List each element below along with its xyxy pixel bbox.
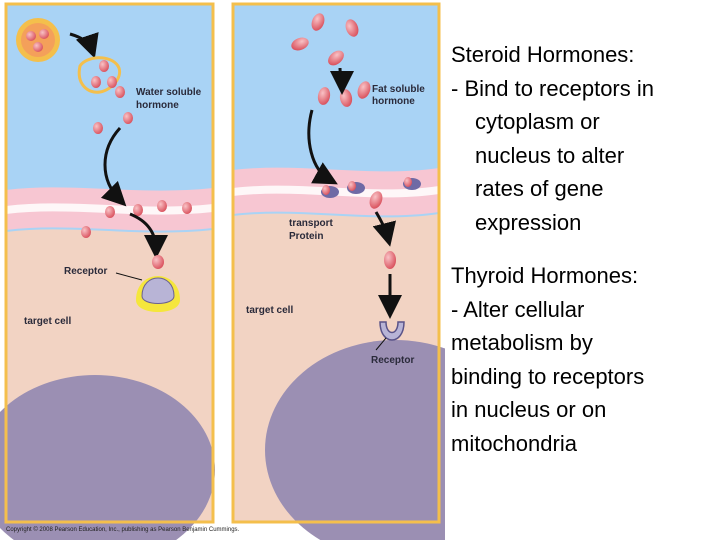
receptor-right-label: Receptor [371, 355, 414, 366]
left-panel: Water soluble hormone Receptor target ce… [0, 4, 215, 540]
thyroid-block: Thyroid Hormones: - Alter cellular metab… [451, 259, 713, 460]
steroid-line-3: nucleus to alter [451, 139, 713, 173]
steroid-block: Steroid Hormones: - Bind to receptors in… [451, 38, 713, 239]
right-panel: Fat soluble hormone transport Protein ta… [233, 4, 445, 540]
target-cell-right-label: target cell [246, 305, 293, 316]
copyright-notice: Copyright © 2008 Pearson Education, Inc.… [6, 527, 239, 533]
steroid-line-4: rates of gene [451, 172, 713, 206]
steroid-line-1: - Bind to receptors in [451, 72, 713, 106]
fat-soluble-label-1: Fat soluble [372, 84, 425, 95]
thyroid-title: Thyroid Hormones: [451, 259, 713, 293]
steroid-line-2: cytoplasm or [451, 105, 713, 139]
text-panel: Steroid Hormones: - Bind to receptors in… [451, 38, 713, 460]
thyroid-line-2: metabolism by [451, 326, 713, 360]
receptor-left-label: Receptor [64, 266, 107, 277]
steroid-line-5: expression [451, 206, 713, 240]
target-cell-left-label: target cell [24, 316, 71, 327]
thyroid-line-1: - Alter cellular [451, 293, 713, 327]
thyroid-line-4: in nucleus or on [451, 393, 713, 427]
water-soluble-label-1: Water soluble [136, 87, 202, 98]
fat-soluble-label-2: hormone [372, 96, 415, 107]
water-soluble-label-2: hormone [136, 100, 179, 111]
transport-label-2: Protein [289, 231, 323, 242]
transport-label-1: transport [289, 218, 334, 229]
steroid-title: Steroid Hormones: [451, 38, 713, 72]
hormone-diagram: Water soluble hormone Receptor target ce… [0, 0, 445, 540]
thyroid-line-3: binding to receptors [451, 360, 713, 394]
thyroid-line-5: mitochondria [451, 427, 713, 461]
